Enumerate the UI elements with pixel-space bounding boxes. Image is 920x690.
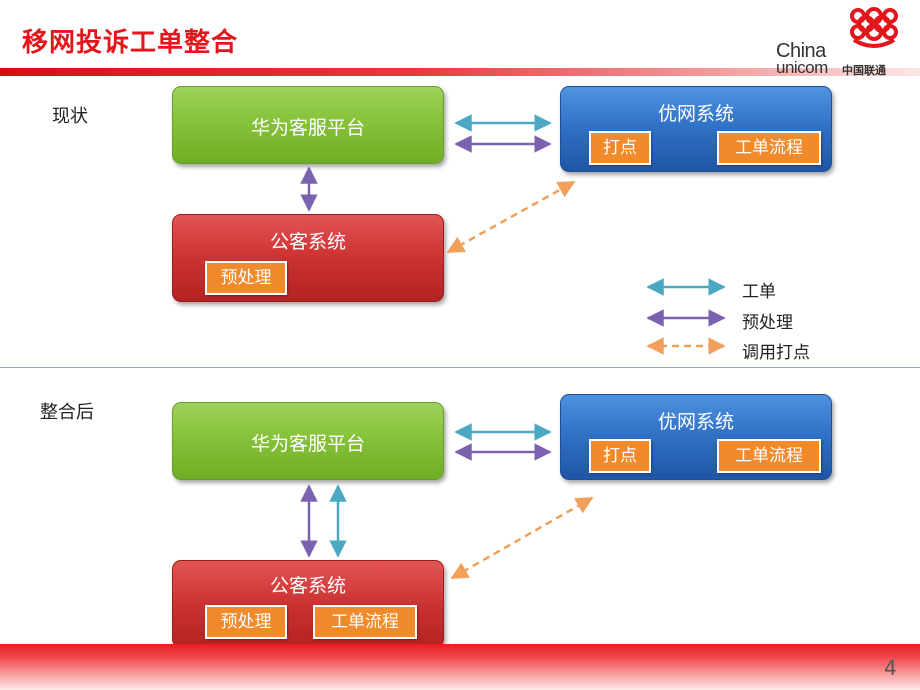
page-number: 4 [884, 656, 897, 680]
youwang-system-box-current: 优网系统 打点 工单流程 [560, 86, 832, 172]
tag-dadian: 打点 [589, 439, 651, 473]
slide-title: 移网投诉工单整合 [22, 28, 239, 58]
legend-label-preprocess: 预处理 [742, 313, 793, 333]
logo-text-china: China [776, 40, 826, 62]
tag-workflow: 工单流程 [717, 131, 821, 165]
gongke-system-label: 公客系统 [269, 575, 346, 597]
huawei-platform-box-current: 华为客服平台 [172, 86, 444, 164]
huawei-platform-label: 华为客服平台 [250, 433, 365, 455]
arrow-dadian-gongke-youwang-after [450, 496, 594, 580]
youwang-system-label: 优网系统 [657, 411, 734, 433]
tag-preprocess: 预处理 [205, 261, 287, 295]
section-label-current: 现状 [52, 106, 88, 127]
tag-preprocess: 预处理 [205, 605, 287, 639]
youwang-system-label: 优网系统 [657, 103, 734, 125]
tag-workflow: 工单流程 [313, 605, 417, 639]
tag-workflow: 工单流程 [717, 439, 821, 473]
arrow-dadian-gongke-youwang-current [446, 180, 576, 254]
tag-dadian: 打点 [589, 131, 651, 165]
china-unicom-logo-icon [850, 7, 898, 48]
logo-text-cn: 中国联通 [842, 64, 886, 77]
legend-label-workorder: 工单 [742, 282, 776, 302]
gongke-system-label: 公客系统 [269, 231, 346, 253]
huawei-platform-label: 华为客服平台 [250, 117, 365, 139]
section-label-after: 整合后 [40, 402, 94, 423]
footer-bar [0, 644, 920, 690]
youwang-system-box-after: 优网系统 打点 工单流程 [560, 394, 832, 480]
huawei-platform-box-after: 华为客服平台 [172, 402, 444, 480]
gongke-system-box-current: 公客系统 预处理 [172, 214, 444, 302]
title-underline-bar [0, 68, 920, 76]
legend-label-dadian-call: 调用打点 [742, 343, 810, 363]
logo-text-unicom: unicom [776, 58, 828, 77]
section-divider [0, 367, 920, 368]
